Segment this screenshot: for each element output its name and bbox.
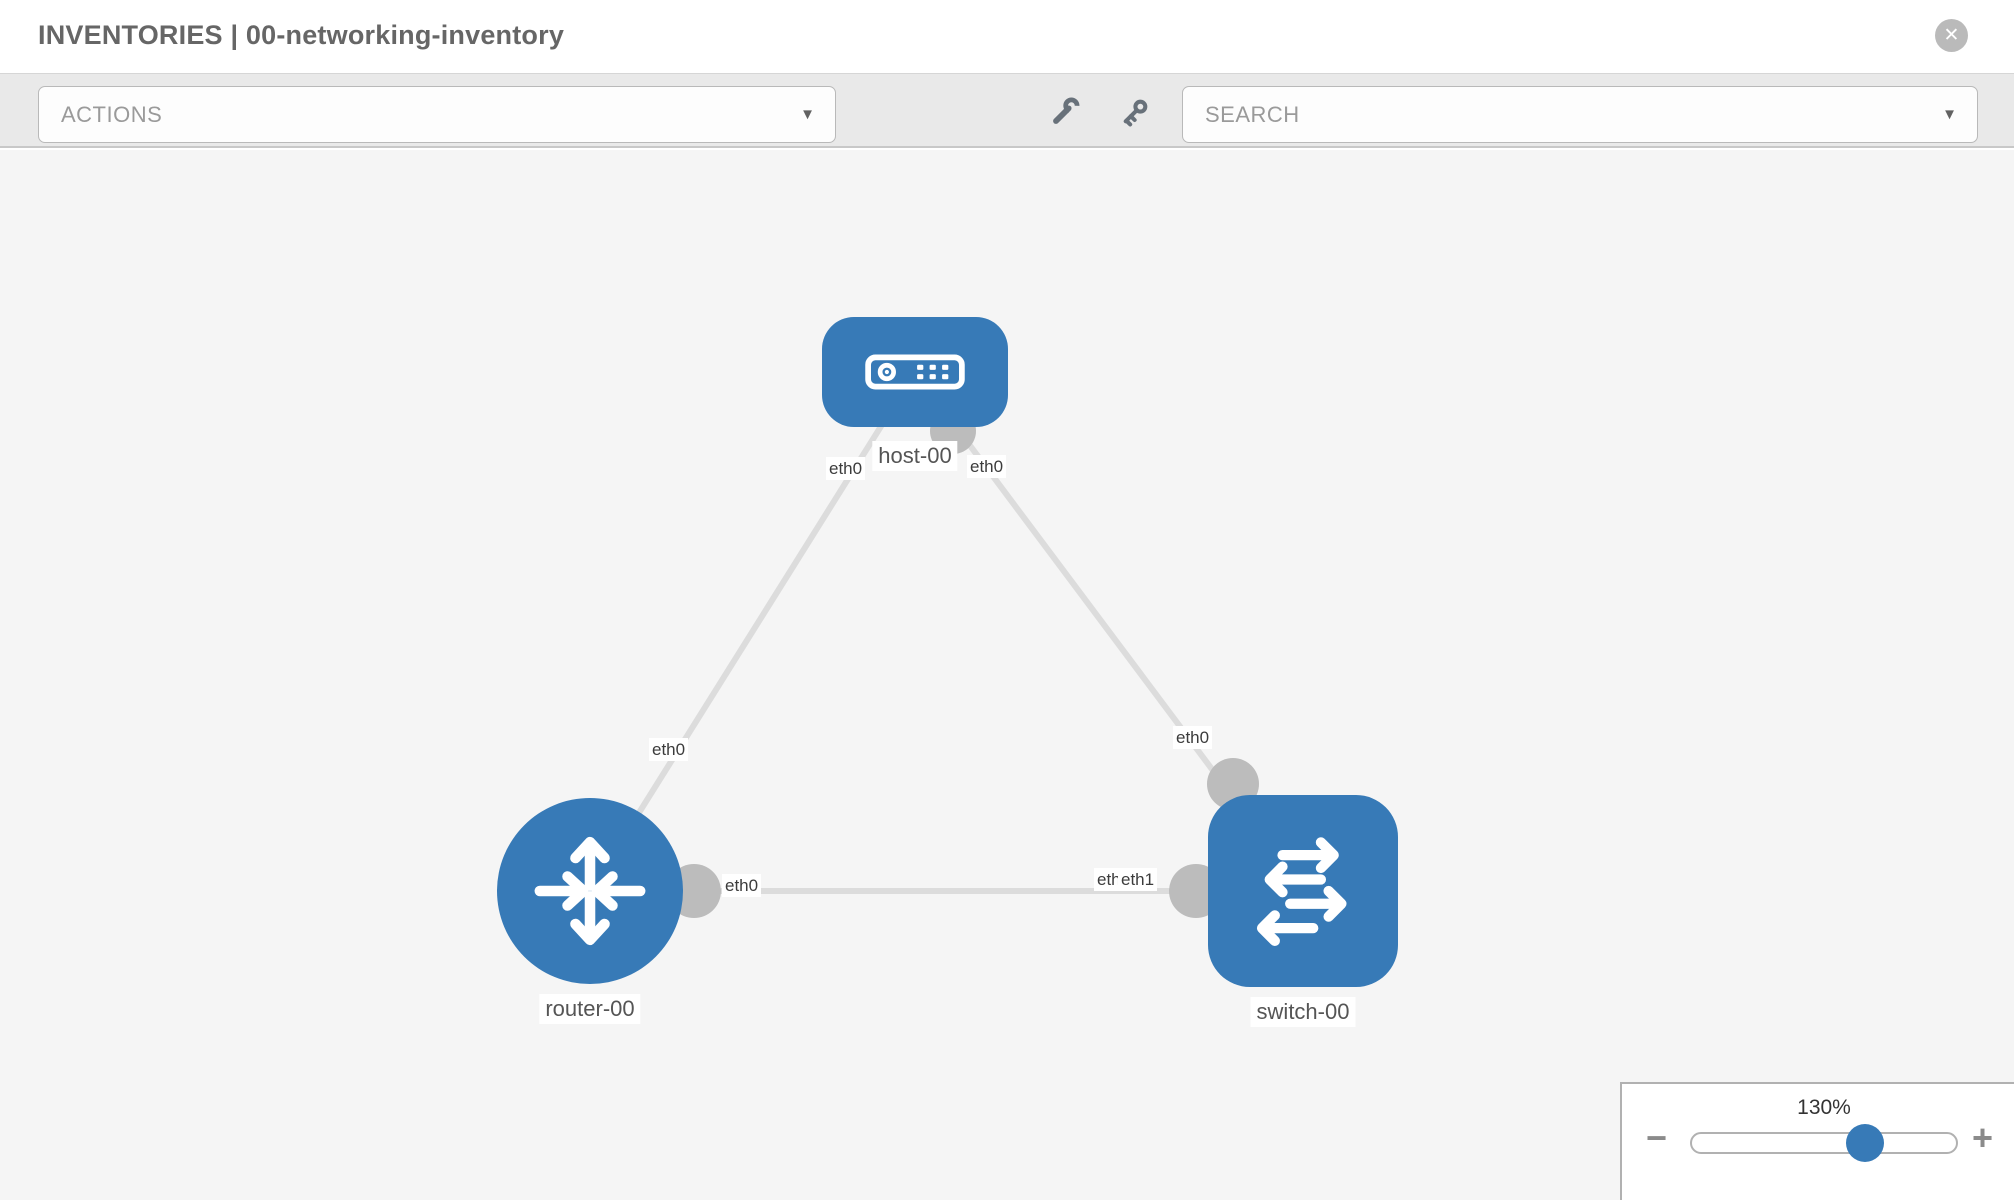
host-icon xyxy=(865,354,965,390)
node-label-switch-00[interactable]: switch-00 xyxy=(1250,997,1356,1027)
actions-dropdown[interactable]: ACTIONS ▼ xyxy=(38,86,836,143)
close-icon: ✕ xyxy=(1943,25,1960,46)
node-host-00[interactable] xyxy=(822,317,1008,427)
node-router-00[interactable] xyxy=(497,798,683,984)
toolbar: ACTIONS ▼ SEARCH ▼ xyxy=(0,74,2014,148)
wrench-icon xyxy=(1053,97,1080,124)
configure-button[interactable] xyxy=(1041,90,1087,136)
search-dropdown[interactable]: SEARCH ▼ xyxy=(1182,86,1978,143)
interface-label-eth1: eth1 xyxy=(1118,868,1158,892)
node-switch-00[interactable] xyxy=(1208,795,1398,987)
zoom-slider-handle[interactable] xyxy=(1846,1124,1884,1162)
key-icon xyxy=(1123,99,1148,127)
actions-dropdown-label: ACTIONS xyxy=(61,101,163,127)
zoom-level-value: 130% xyxy=(1797,1096,1851,1119)
page-title: INVENTORIES | 00-networking-inventory xyxy=(38,20,565,50)
close-button[interactable]: ✕ xyxy=(1935,19,1968,52)
chevron-down-icon: ▼ xyxy=(800,106,815,123)
topology-edges-layer xyxy=(587,370,1306,918)
node-label-host-00[interactable]: host-00 xyxy=(872,441,958,471)
interface-label-eth0: eth0 xyxy=(1173,726,1213,750)
credentials-button[interactable] xyxy=(1111,90,1157,136)
zoom-in-button[interactable]: + xyxy=(1972,1117,1994,1158)
switch-icon xyxy=(1256,837,1347,947)
interface-label-eth0: eth0 xyxy=(722,874,762,898)
zoom-control-panel: 130% − + xyxy=(1620,1082,2014,1200)
search-placeholder: SEARCH xyxy=(1205,101,1300,127)
interface-label-eth0: eth0 xyxy=(649,738,689,762)
router-icon xyxy=(534,836,646,946)
interface-label-eth0: eth0 xyxy=(826,457,866,481)
interface-label-eth0: eth0 xyxy=(967,455,1007,479)
chevron-down-icon: ▼ xyxy=(1942,106,1957,123)
zoom-out-button[interactable]: − xyxy=(1646,1117,1668,1158)
header-bar: INVENTORIES | 00-networking-inventory ✕ xyxy=(0,0,2014,74)
topology-canvas[interactable]: host-00 router-00 switch-00 eth0 eth0 et… xyxy=(0,150,2014,1200)
zoom-slider-track[interactable] xyxy=(1690,1124,1958,1162)
node-label-router-00[interactable]: router-00 xyxy=(539,994,641,1024)
